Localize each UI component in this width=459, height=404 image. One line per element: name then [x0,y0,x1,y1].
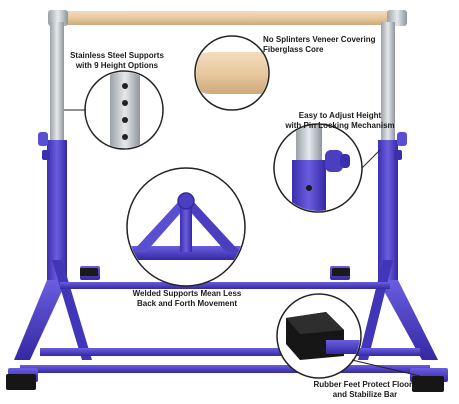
welded-caption-line2: Back and Forth Movement [136,299,237,308]
height-caption-line2: with Pin Locking Mechanism [285,121,395,130]
veneer-caption-line1: No Splinters Veneer Covering [263,35,376,44]
rubber-feet-zoom-circle [276,293,362,379]
height-knobs [38,132,407,160]
pin-pointer [361,149,381,169]
height-caption-line1: Easy to Adjust Height [298,111,382,120]
rubber-feet [6,268,444,392]
pin-mechanism-zoom-circle [273,123,363,213]
steel-uprights [50,22,395,146]
welded-supports-caption: Welded Supports Mean Less Back and Forth… [112,289,262,309]
feet-caption-line2: and Stabilize Bar [332,390,398,399]
welded-caption-line1: Welded Supports Mean Less [132,289,242,298]
steel-caption-line2: with 9 Height Options [75,61,159,70]
welded-support-zoom-circle [126,167,246,287]
steel-caption-line1: Stainless Steel Supports [70,51,164,60]
steel-support-zoom-circle [84,70,164,150]
height-adjust-caption: Easy to Adjust Height with Pin Locking M… [280,111,400,131]
veneer-caption-line2: Fiberglass Core [263,45,324,54]
feet-caption-line1: Rubber Feet Protect Floors [313,380,417,389]
wooden-rail [48,10,407,26]
feet-pointer [351,359,421,377]
rubber-feet-caption: Rubber Feet Protect Floors and Stabilize… [300,380,430,400]
blue-frame [8,140,448,382]
steel-supports-caption: Stainless Steel Supports with 9 Height O… [62,51,172,71]
veneer-zoom-circle [194,35,270,111]
veneer-caption: No Splinters Veneer Covering Fiberglass … [263,35,393,55]
